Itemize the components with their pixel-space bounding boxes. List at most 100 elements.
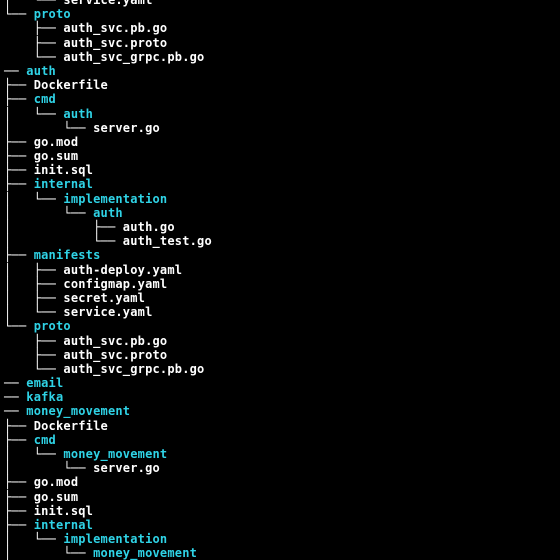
file-name: go.mod	[33, 134, 79, 149]
tree-branch-lines: │ ├──	[4, 276, 64, 291]
directory-tree-output: │ └── service.yaml└── proto ├── auth_svc…	[4, 0, 212, 560]
tree-branch-lines: ├──	[4, 163, 34, 178]
tree-branch-lines: ├──	[4, 177, 34, 192]
tree-directory-row: └── proto	[4, 319, 212, 333]
tree-branch-lines: ├──	[4, 149, 34, 164]
file-name: init.sql	[33, 503, 94, 518]
file-name: go.sum	[33, 489, 79, 504]
tree-branch-lines: ──	[4, 390, 27, 405]
tree-branch-lines: │ └──	[4, 120, 94, 135]
directory-name: internal	[33, 177, 94, 192]
file-name: auth_svc_grpc.pb.go	[63, 49, 205, 64]
tree-branch-lines: ├──	[4, 134, 34, 149]
directory-name: manifests	[33, 248, 101, 263]
tree-branch-lines: │ └──	[4, 546, 94, 560]
tree-branch-lines: ──	[4, 404, 27, 419]
tree-branch-lines: └──	[4, 7, 34, 22]
tree-directory-row: ├── cmd	[4, 92, 212, 106]
tree-file-row: │ ├── auth.go	[4, 220, 212, 234]
tree-branch-lines: ├──	[4, 432, 34, 447]
tree-directory-row: ├── internal	[4, 177, 212, 191]
tree-file-row: │ ├── secret.yaml	[4, 291, 212, 305]
tree-file-row: ├── auth_svc.pb.go	[4, 21, 212, 35]
tree-branch-lines: └──	[4, 319, 34, 334]
tree-branch-lines: ├──	[4, 489, 34, 504]
tree-branch-lines: ├──	[4, 248, 34, 263]
file-name: auth_svc.pb.go	[63, 21, 168, 36]
file-name: auth.go	[122, 220, 175, 234]
directory-name: auth	[26, 63, 56, 78]
tree-file-row: ├── go.sum	[4, 149, 212, 163]
file-name: init.sql	[33, 163, 94, 178]
tree-directory-row: ── auth	[4, 64, 212, 78]
tree-file-row: ├── Dockerfile	[4, 419, 212, 433]
tree-directory-row: └── proto	[4, 7, 212, 21]
file-name: auth_test.go	[122, 234, 212, 249]
directory-name: email	[26, 376, 64, 391]
file-name: auth-deploy.yaml	[63, 262, 183, 277]
file-name: server.go	[93, 120, 160, 135]
file-name: go.sum	[33, 149, 79, 164]
tree-directory-row: │ └── auth	[4, 107, 212, 121]
tree-branch-lines: │ └──	[4, 191, 64, 206]
tree-file-row: │ ├── configmap.yaml	[4, 277, 212, 291]
tree-file-row: ├── init.sql	[4, 504, 212, 518]
tree-branch-lines: │ └──	[4, 447, 64, 461]
tree-file-row: └── auth_svc_grpc.pb.go	[4, 50, 212, 64]
tree-directory-row: ── email	[4, 376, 212, 390]
tree-branch-lines: ├──	[4, 475, 34, 490]
file-name: auth_svc.pb.go	[63, 333, 168, 348]
directory-name: internal	[33, 517, 94, 532]
directory-name: auth	[93, 205, 123, 220]
tree-branch-lines: ├──	[4, 35, 64, 50]
tree-branch-lines: │ └──	[4, 234, 123, 249]
tree-file-row: ├── go.mod	[4, 475, 212, 489]
directory-name: proto	[33, 7, 71, 22]
tree-branch-lines: │ └──	[4, 106, 64, 121]
file-name: Dockerfile	[33, 418, 108, 433]
file-name: auth_svc.proto	[63, 347, 168, 362]
directory-name: auth	[63, 106, 94, 121]
tree-directory-row: │ └── auth	[4, 206, 212, 220]
tree-branch-lines: │ └──	[4, 0, 64, 7]
tree-file-row: │ ├── auth-deploy.yaml	[4, 263, 212, 277]
file-name: configmap.yaml	[63, 276, 168, 291]
tree-branch-lines: ├──	[4, 418, 34, 433]
tree-branch-lines: │ ├──	[4, 220, 123, 234]
tree-file-row: ├── go.sum	[4, 490, 212, 504]
tree-file-row: │ └── server.go	[4, 461, 212, 475]
directory-name: implementation	[63, 191, 168, 206]
tree-branch-lines: ├──	[4, 333, 64, 348]
tree-file-row: ├── auth_svc.proto	[4, 36, 212, 50]
tree-file-row: ├── Dockerfile	[4, 78, 212, 92]
tree-directory-row: │ └── implementation	[4, 532, 212, 546]
tree-branch-lines: ├──	[4, 92, 34, 107]
directory-name: cmd	[33, 92, 56, 107]
file-name: go.mod	[33, 475, 79, 490]
tree-branch-lines: │ └──	[4, 532, 64, 547]
tree-file-row: │ └── service.yaml	[4, 305, 212, 319]
tree-branch-lines: │ └──	[4, 461, 94, 476]
tree-branch-lines: ──	[4, 63, 27, 78]
file-name: service.yaml	[63, 305, 153, 320]
tree-branch-lines: └──	[4, 361, 64, 376]
tree-file-row: ├── init.sql	[4, 163, 212, 177]
tree-branch-lines: ├──	[4, 347, 64, 362]
tree-branch-lines: ├──	[4, 503, 34, 518]
tree-file-row: ├── go.mod	[4, 135, 212, 149]
tree-branch-lines: ├──	[4, 21, 64, 36]
tree-directory-row: │ └── money_movement	[4, 447, 212, 461]
tree-directory-row: │ └── money_movement	[4, 546, 212, 560]
tree-branch-lines: ├──	[4, 517, 34, 532]
file-name: Dockerfile	[33, 78, 108, 93]
tree-file-row: │ └── auth_test.go	[4, 234, 212, 248]
tree-branch-lines: │ ├──	[4, 290, 64, 305]
tree-directory-row: ├── manifests	[4, 248, 212, 262]
tree-branch-lines: ──	[4, 376, 27, 391]
tree-directory-row: ── money_movement	[4, 404, 212, 418]
tree-branch-lines: └──	[4, 49, 64, 64]
tree-file-row: │ └── service.yaml	[4, 0, 212, 7]
directory-name: money_movement	[26, 404, 131, 419]
tree-directory-row: ├── internal	[4, 518, 212, 532]
